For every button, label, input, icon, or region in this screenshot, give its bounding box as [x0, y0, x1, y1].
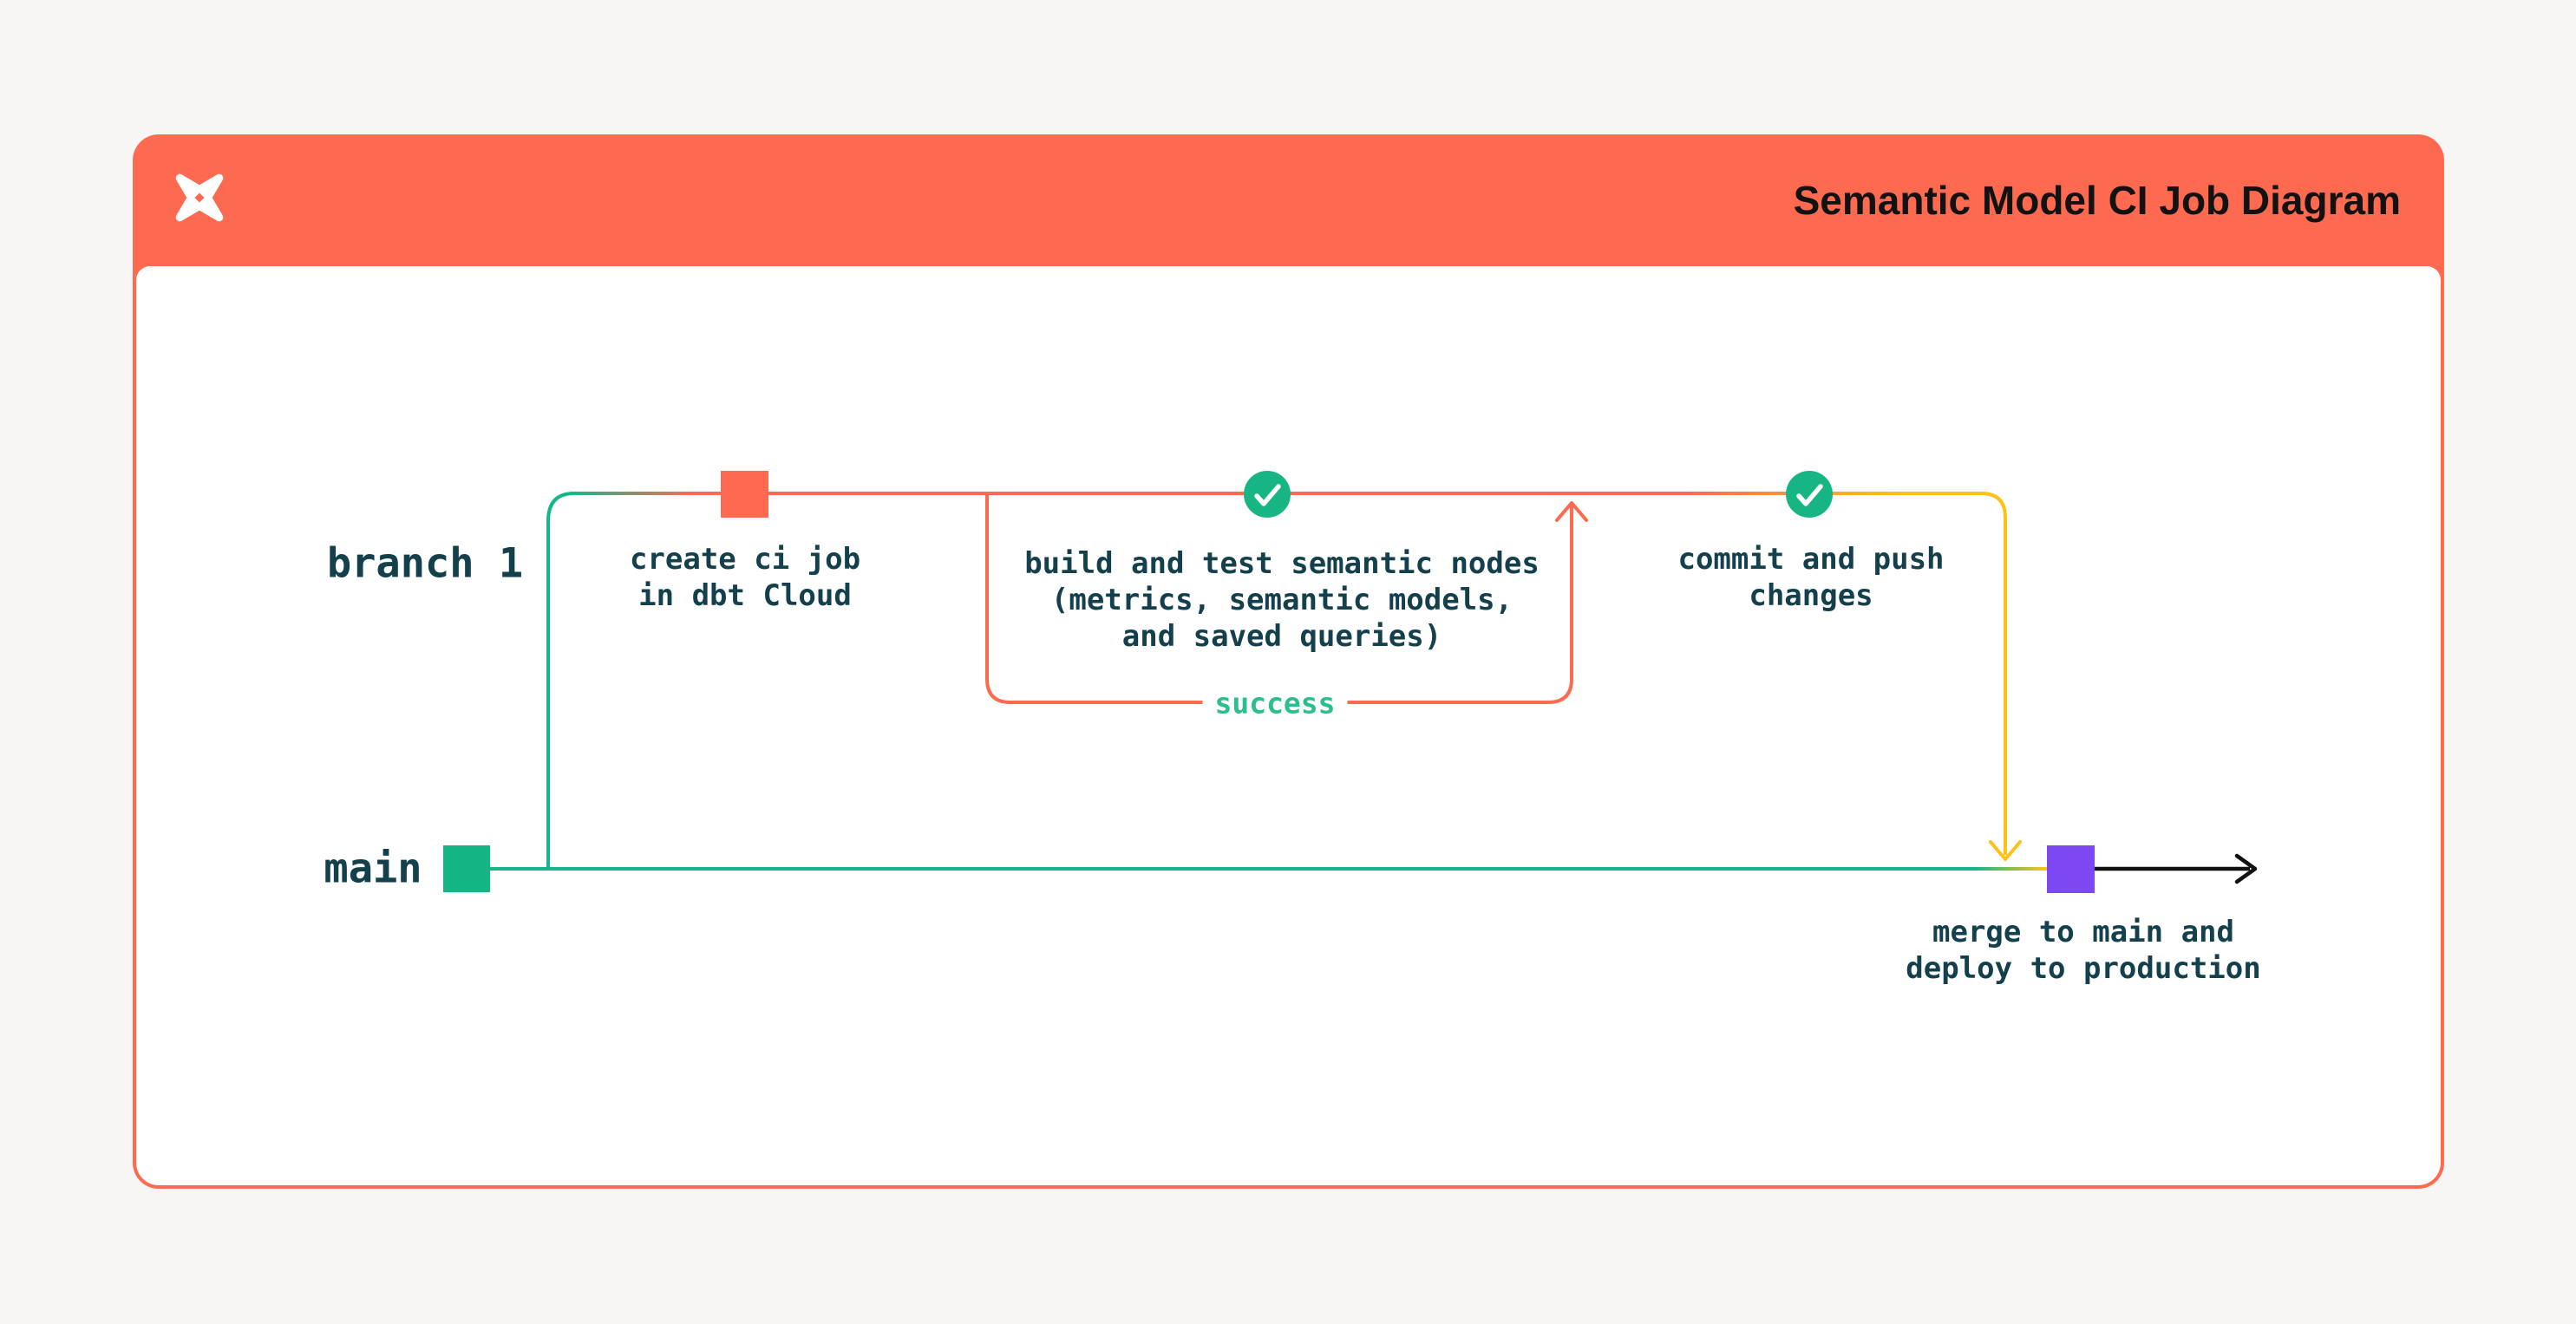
caption-merge-to-main: merge to main and deploy to production	[1906, 915, 2261, 986]
check-mark-1	[1254, 484, 1281, 506]
caption-build-and-test: build and test semantic nodes (metrics, …	[1024, 546, 1540, 654]
caption-commit-and-push: commit and push changes	[1677, 542, 1945, 613]
main-start-commit-square	[443, 845, 490, 892]
check-circle-1	[1244, 471, 1291, 518]
main-label: main	[324, 845, 422, 893]
check-mark-2	[1796, 484, 1823, 506]
success-loop-right	[1347, 505, 1573, 704]
check-circle-2	[1786, 471, 1833, 518]
success-check-icon	[1244, 471, 1291, 518]
dbt-logo-icon	[175, 173, 224, 222]
production-arrow-icon	[2234, 853, 2258, 884]
page-title: Semantic Model CI Job Diagram	[1793, 178, 2401, 223]
success-loop-left	[985, 495, 1207, 704]
diagram-card: Semantic Model CI Job Diagram	[133, 134, 2444, 1189]
merge-commit-square	[2047, 845, 2095, 893]
caption-create-ci-job: create ci job in dbt Cloud	[629, 542, 861, 613]
success-loop-up-arrow-icon	[1555, 501, 1588, 522]
success-label: success	[1202, 686, 1348, 721]
card-header: Semantic Model CI Job Diagram	[133, 134, 2444, 266]
success-check-icon	[1786, 471, 1833, 518]
branch-line	[571, 492, 2007, 855]
create-ci-commit-square	[721, 471, 768, 518]
card-body	[136, 266, 2441, 1185]
branch-1-label: branch 1	[326, 539, 524, 588]
branch-fork-line	[546, 492, 575, 869]
merge-down-arrow-icon	[1989, 840, 2022, 861]
